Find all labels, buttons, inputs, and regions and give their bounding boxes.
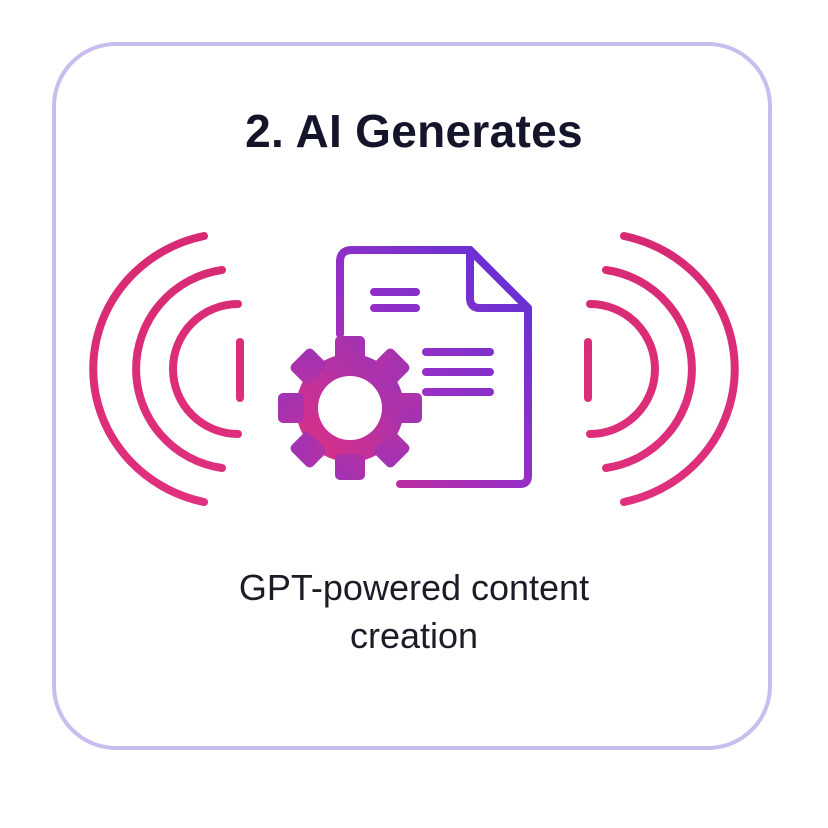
signal-waves-left-icon bbox=[89, 232, 244, 506]
step-title: 2. AI Generates bbox=[245, 105, 583, 157]
step-description: GPT-powered content creation bbox=[238, 567, 590, 656]
document-icon bbox=[336, 246, 532, 488]
gear-icon bbox=[278, 336, 422, 480]
signal-waves-right-icon bbox=[584, 232, 739, 506]
